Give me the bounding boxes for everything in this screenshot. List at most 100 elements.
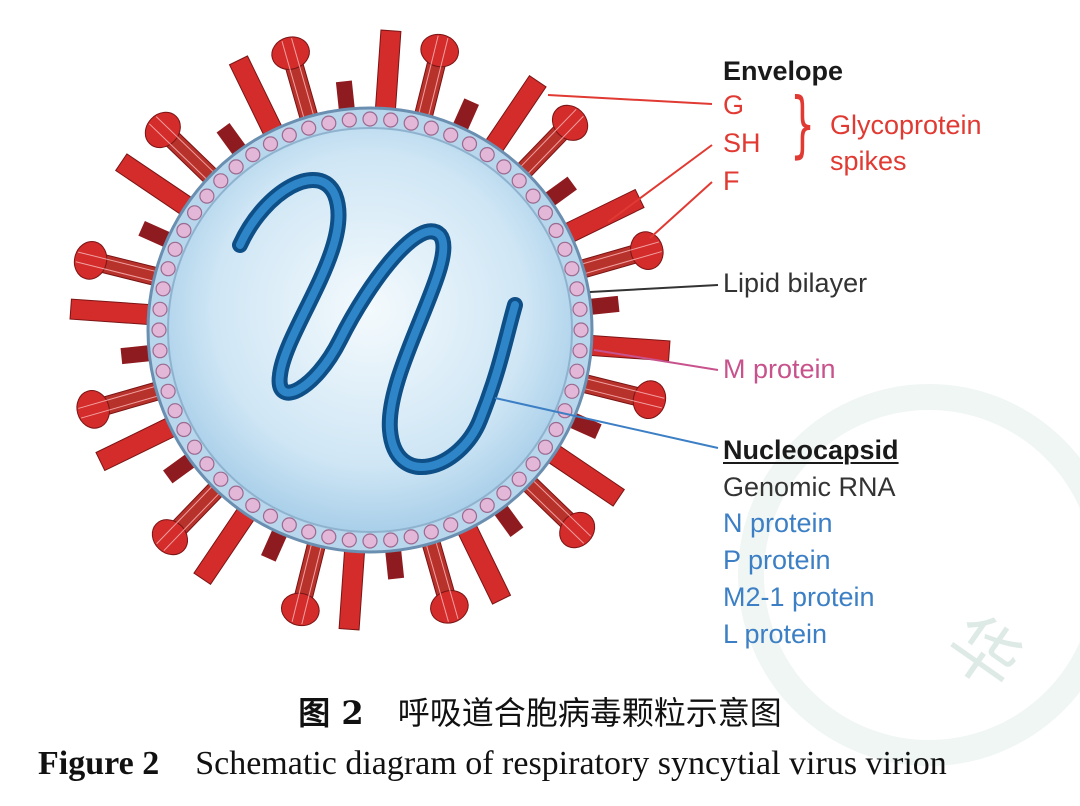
spike <box>578 231 664 279</box>
m-protein-bead <box>461 508 478 524</box>
m-protein-bead <box>496 159 512 175</box>
leader-lipid <box>589 284 719 293</box>
m-protein-bead <box>281 127 297 143</box>
m-protein-bead <box>301 120 317 136</box>
spike <box>452 98 479 133</box>
spike-g-body <box>69 298 152 326</box>
spike-f-line <box>301 546 322 625</box>
label-lipid-bilayer: Lipid bilayer <box>723 268 868 298</box>
m-protein-layer <box>151 111 589 549</box>
spike-sh-body <box>543 176 577 208</box>
spike-sh-body <box>335 80 355 113</box>
m-protein-bead <box>155 363 171 379</box>
m-protein-bead <box>341 112 357 128</box>
leader-nucleocapsid <box>494 397 719 449</box>
m-protein-bead <box>281 517 297 533</box>
spike-f-line <box>584 388 662 409</box>
label-l-protein: L protein <box>723 619 828 649</box>
spike-f-head <box>280 592 320 627</box>
virion-diagram <box>69 29 719 631</box>
spike <box>144 111 219 185</box>
spike <box>374 29 402 112</box>
leader-f <box>649 181 713 239</box>
spike-f-line <box>584 251 662 275</box>
m-protein-bead <box>423 524 439 540</box>
nucleocapsid-rna-highlight <box>236 176 519 471</box>
m-protein-bead <box>155 281 171 297</box>
m-protein-bead <box>403 529 419 545</box>
m-protein-bead <box>160 261 176 277</box>
spike-f-head <box>430 590 469 624</box>
spike-sh-body <box>163 452 197 484</box>
spike-g-body <box>115 153 194 216</box>
spike-g-body <box>95 416 178 472</box>
spike-f-head <box>559 511 596 549</box>
m-protein-bead <box>548 421 564 438</box>
spike <box>515 104 589 179</box>
label-g: G <box>723 90 745 120</box>
spike <box>163 452 197 484</box>
caption-chinese: 图 2 呼吸道合胞病毒颗粒示意图 <box>0 688 1080 734</box>
m-protein-bead <box>245 497 261 513</box>
spike-f-head <box>76 390 110 429</box>
m-protein-bead <box>228 485 244 501</box>
m-protein-bead <box>496 485 512 501</box>
spike <box>73 240 160 287</box>
leader-g <box>547 94 713 105</box>
spike-g-body <box>374 29 402 112</box>
leader-sh <box>607 144 713 223</box>
label-glycoprotein-line1: Glycoprotein <box>830 110 982 140</box>
spike <box>120 345 153 365</box>
spike-g-body <box>228 55 284 138</box>
spike <box>421 538 469 624</box>
spike-f-line <box>156 485 213 545</box>
spike <box>484 75 547 154</box>
spike-sh-body <box>261 527 288 562</box>
m-protein-bead <box>341 532 357 548</box>
label-envelope: Envelope <box>723 56 844 86</box>
spike-f-line <box>78 385 156 409</box>
spike <box>587 295 620 315</box>
m-protein-bead <box>537 439 554 455</box>
spike-f-line <box>428 38 449 116</box>
caption-cn-label: 图 2 <box>298 694 364 732</box>
m-protein-bead <box>213 173 229 189</box>
m-protein-bead <box>569 281 585 297</box>
m-protein-bead <box>321 115 337 131</box>
spike-f-line <box>586 378 665 399</box>
spike-f-head <box>73 240 108 280</box>
m-protein-bead <box>199 188 215 204</box>
label-p-protein: P protein <box>723 545 831 575</box>
spike-f-line <box>525 487 585 544</box>
spike-f-line <box>75 261 154 282</box>
spike-f-line <box>80 395 159 419</box>
m-protein-bead <box>443 517 459 533</box>
m-protein-bead <box>461 136 478 152</box>
caption-cn-text: 呼吸道合胞病毒颗粒示意图 <box>397 694 782 732</box>
spike-g-body <box>338 548 366 631</box>
spike-g-body <box>484 75 547 154</box>
m-protein-bead <box>572 343 588 359</box>
spike <box>456 522 512 605</box>
spike-f-head <box>630 231 664 270</box>
m-protein-bead <box>152 343 168 359</box>
spike-sh-body <box>492 503 524 537</box>
spike-f-line <box>281 40 305 119</box>
m-protein-bead <box>548 222 564 239</box>
m-protein-bead <box>176 421 192 438</box>
spike-f-line <box>291 544 312 622</box>
spike-f-line <box>78 251 156 272</box>
spike-f-line <box>163 492 220 552</box>
m-protein-bead <box>573 322 589 338</box>
spike <box>543 176 577 208</box>
label-glycoprotein-line2: spikes <box>830 146 907 176</box>
spike <box>216 123 248 157</box>
spike-sh-body <box>452 98 479 133</box>
m-protein-bead <box>569 363 585 379</box>
label-m2-1-protein: M2-1 protein <box>723 582 875 612</box>
label-sh: SH <box>723 128 761 158</box>
m-protein-bead <box>151 322 167 338</box>
caption-en-text: Schematic diagram of respiratory syncyti… <box>195 745 947 782</box>
spike <box>546 444 625 507</box>
spike-g-body <box>193 506 256 585</box>
